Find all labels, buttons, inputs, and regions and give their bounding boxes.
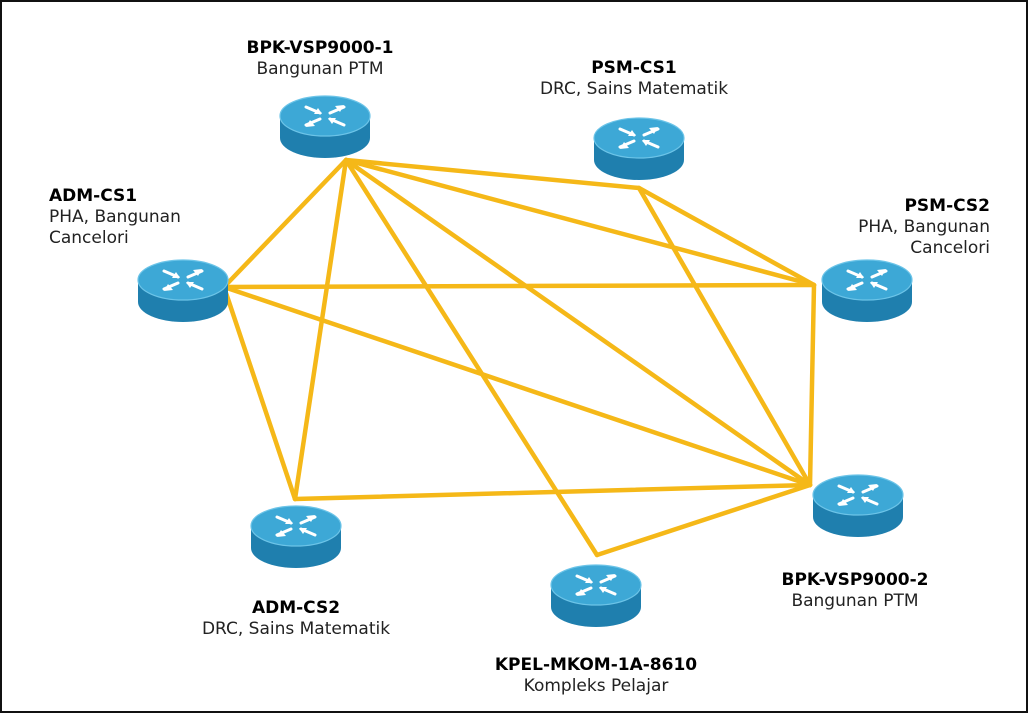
node-name: ADM-CS2 <box>251 598 341 618</box>
node-location: DRC, Sains Matematik <box>539 79 729 99</box>
link-psmcs2-bpk2 <box>807 282 817 488</box>
link-kpel-bpk2 <box>594 482 813 558</box>
node-label-bpk1: BPK-VSP9000-1 Bangunan PTM <box>247 38 394 80</box>
link-admcs1-psmcs2 <box>221 282 817 290</box>
link-bpk1-kpel <box>343 157 600 558</box>
router-icon[interactable] <box>136 258 230 324</box>
node-location: Bangunan PTM <box>791 591 919 611</box>
router-icon[interactable] <box>549 563 643 629</box>
router-icon[interactable] <box>592 116 686 182</box>
router-icon[interactable] <box>820 258 914 324</box>
link-bpk1-psmcs1 <box>343 157 642 191</box>
node-name: BPK-VSP9000-1 <box>246 38 394 58</box>
link-psmcs1-psmcs2 <box>636 185 817 288</box>
node-label-kpel: KPEL-MKOM-1A-8610 Kompleks Pelajar <box>495 655 697 697</box>
router-icon[interactable] <box>811 473 905 539</box>
links-layer <box>221 157 817 558</box>
node-label-admcs1: ADM-CS1 PHA, Bangunan Cancelori <box>49 186 181 249</box>
link-admcs2-bpk2 <box>292 482 813 502</box>
node-name: PSM-CS1 <box>591 58 677 78</box>
node-label-psmcs1: PSM-CS1 DRC, Sains Matematik <box>540 58 728 100</box>
link-bpk1-bpk2 <box>343 157 813 488</box>
node-label-psmcs2: PSM-CS2 PHA, Bangunan Cancelori <box>858 196 990 259</box>
node-location: DRC, Sains Matematik <box>201 619 391 639</box>
link-bpk1-psmcs2 <box>343 157 817 288</box>
node-name: KPEL-MKOM-1A-8610 <box>494 655 698 675</box>
node-location: Bangunan PTM <box>256 59 384 79</box>
node-location-line-1: PHA, Bangunan <box>49 207 181 227</box>
node-name: BPK-VSP9000-2 <box>781 570 929 590</box>
link-bpk1-admcs1 <box>221 157 349 290</box>
link-admcs1-bpk2 <box>221 284 813 488</box>
node-location-line-2: Cancelori <box>49 228 129 248</box>
link-admcs1-admcs2 <box>221 284 298 502</box>
node-label-bpk2: BPK-VSP9000-2 Bangunan PTM <box>782 570 929 612</box>
router-icon[interactable] <box>249 504 343 570</box>
node-name: PSM-CS2 <box>904 196 990 216</box>
node-location-line-1: PHA, Bangunan <box>858 217 990 237</box>
node-location: Kompleks Pelajar <box>523 676 669 696</box>
link-psmcs1-bpk2 <box>636 185 813 488</box>
node-name: ADM-CS1 <box>49 186 138 206</box>
router-icon[interactable] <box>278 94 372 160</box>
link-bpk1-admcs2 <box>292 157 349 502</box>
node-label-admcs2: ADM-CS2 DRC, Sains Matematik <box>202 598 390 640</box>
node-location-line-2: Cancelori <box>910 238 990 258</box>
